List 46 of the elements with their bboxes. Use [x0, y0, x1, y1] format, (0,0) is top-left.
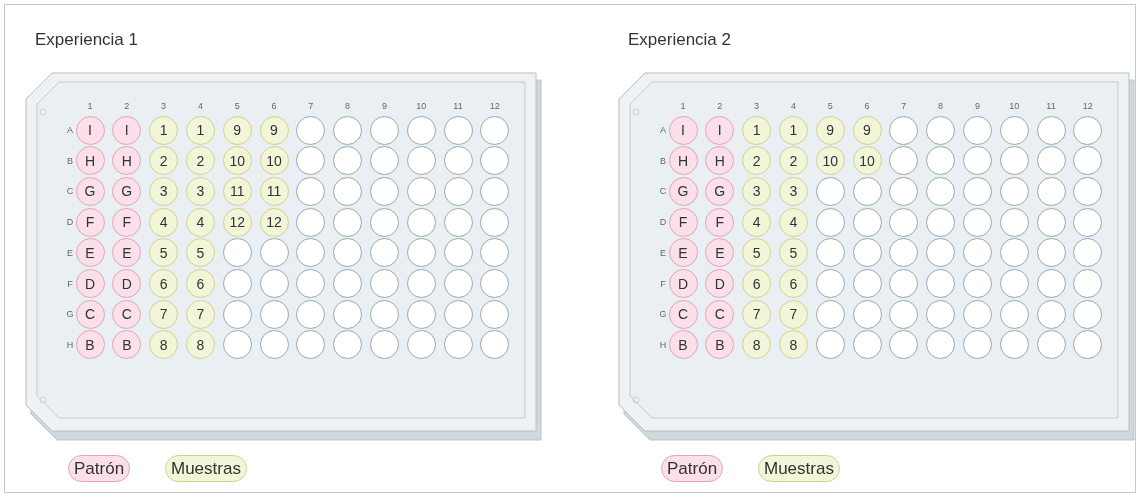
column-number: 10: [1009, 101, 1020, 111]
row-letter: E: [67, 247, 73, 258]
row-letter: A: [67, 125, 73, 135]
column-number: 8: [345, 101, 351, 111]
column-number: 4: [197, 101, 203, 111]
legend-item: Patrón: [661, 455, 724, 482]
column-number: 6: [864, 101, 870, 111]
column-number: 10: [416, 101, 427, 111]
column-number: 7: [308, 101, 314, 111]
column-number: 7: [901, 101, 907, 111]
column-number: 9: [381, 101, 387, 111]
column-number: 6: [271, 101, 277, 111]
legend-item: Muestras: [165, 455, 247, 482]
row-letter: B: [660, 155, 666, 166]
column-number: 2: [124, 101, 130, 111]
column-number: 11: [1046, 101, 1056, 111]
row-letter: D: [659, 217, 667, 228]
column-number: 12: [489, 101, 500, 111]
column-number: 5: [827, 101, 833, 111]
legend-item: Patrón: [68, 455, 131, 482]
legend-item: Muestras: [758, 455, 840, 482]
row-letter: D: [66, 217, 74, 228]
column-number: 9: [974, 101, 980, 111]
row-letter: B: [67, 155, 73, 166]
column-number: 3: [754, 101, 760, 111]
plate-title: Experiencia 1: [35, 30, 138, 50]
row-letter: H: [66, 339, 74, 350]
row-letter: E: [660, 247, 666, 258]
row-letter: A: [660, 125, 666, 135]
column-number: 3: [161, 101, 167, 111]
column-number: 11: [453, 101, 463, 111]
column-number: 5: [234, 101, 240, 111]
column-number: 1: [87, 101, 93, 111]
column-number: 12: [1082, 101, 1093, 111]
column-number: 2: [717, 101, 723, 111]
row-letter: F: [660, 278, 666, 289]
column-number: 4: [790, 101, 796, 111]
row-letter: C: [66, 186, 74, 197]
row-letter: C: [659, 186, 667, 197]
column-number: 1: [680, 101, 686, 111]
plate-title: Experiencia 2: [628, 30, 731, 50]
row-letter: G: [659, 309, 667, 320]
row-letter: H: [659, 339, 667, 350]
row-letter: G: [66, 309, 74, 320]
column-number: 8: [938, 101, 944, 111]
row-letter: F: [67, 278, 73, 289]
